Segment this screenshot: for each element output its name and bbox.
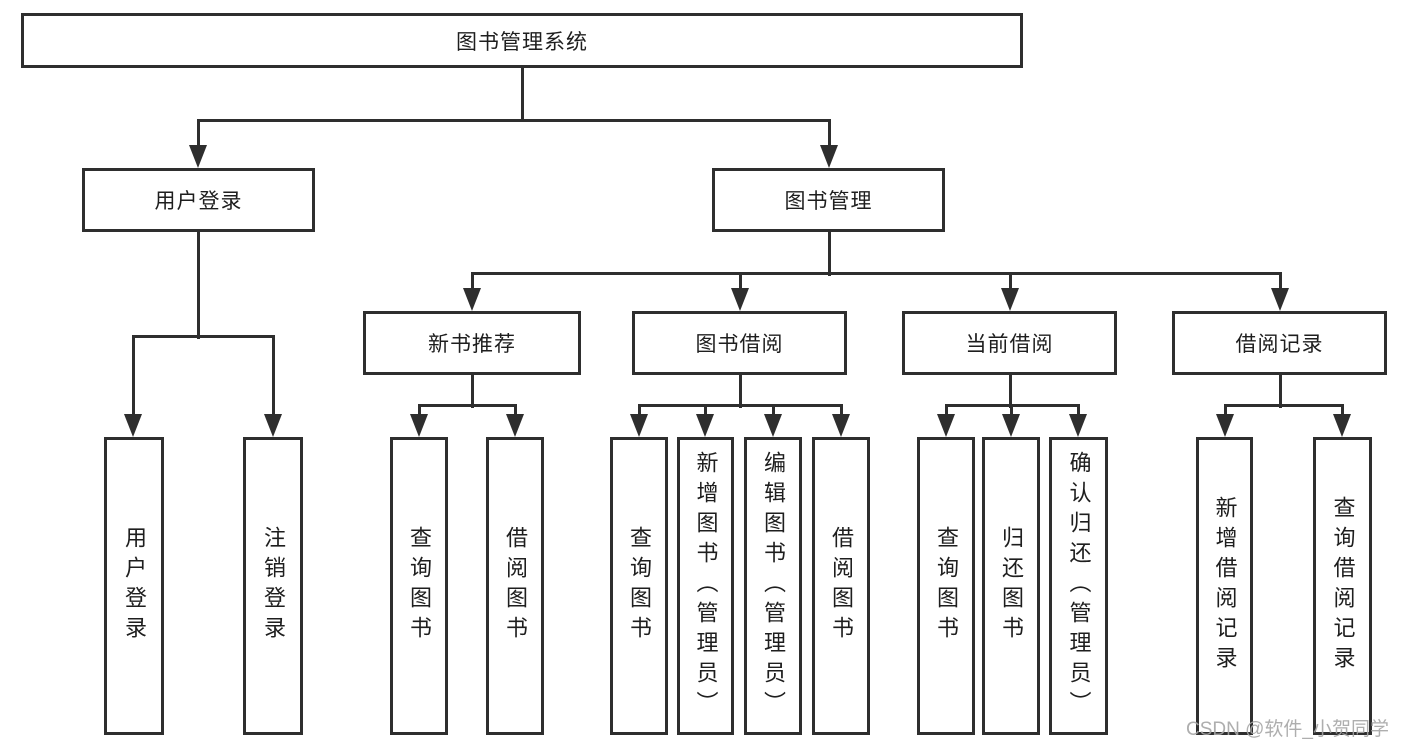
leaf-cb-confirm-return-admin-label: 确认归还（管理员）: [1066, 451, 1092, 721]
connector-vline: [1340, 405, 1344, 416]
node-borrowing-records-label: 借阅记录: [1235, 333, 1324, 356]
connector-vline: [827, 120, 831, 147]
connector-vline: [520, 68, 524, 122]
connector-vline: [1008, 375, 1012, 408]
node-current-borrowing-label: 当前借阅: [965, 333, 1054, 356]
csdn-watermark: CSDN @软件_小贺同学: [1186, 719, 1389, 740]
node-new-book-recommend: 新书推荐: [363, 311, 581, 375]
connector-vline: [470, 273, 474, 290]
connector-vline: [1223, 405, 1227, 416]
node-book-borrowing-label: 图书借阅: [695, 333, 784, 356]
connector-vline: [196, 232, 200, 339]
leaf-bb-edit-book-admin: 编辑图书（管理员）: [744, 437, 802, 735]
arrowhead-down-icon: [189, 145, 207, 168]
connector-hline: [944, 403, 1080, 407]
connector-vline: [196, 120, 200, 147]
leaf-bb-borrow-book: 借阅图书: [812, 437, 870, 735]
arrowhead-down-icon: [1069, 414, 1087, 437]
connector-vline: [131, 336, 135, 416]
connector-hline: [131, 334, 275, 338]
leaf-bb-query-book: 查询图书: [610, 437, 668, 735]
connector-vline: [513, 405, 517, 416]
leaf-bb-add-book-admin-label: 新增图书（管理员）: [693, 451, 719, 721]
leaf-br-add-record: 新增借阅记录: [1196, 437, 1253, 735]
leaf-rec-query-book: 查询图书: [390, 437, 448, 735]
node-borrowing-records: 借阅记录: [1172, 311, 1387, 375]
node-book-management-label: 图书管理: [784, 190, 873, 213]
node-root: 图书管理系统: [21, 13, 1023, 68]
arrowhead-down-icon: [264, 414, 282, 437]
leaf-logout-label: 注销登录: [261, 526, 286, 646]
arrowhead-down-icon: [1001, 288, 1019, 311]
leaf-rec-borrow-book-label: 借阅图书: [503, 526, 528, 646]
leaf-cb-query-book: 查询图书: [917, 437, 975, 735]
connector-vline: [417, 405, 421, 416]
connector-vline: [738, 273, 742, 290]
arrowhead-down-icon: [1333, 414, 1351, 437]
arrowhead-down-icon: [1271, 288, 1289, 311]
connector-vline: [771, 405, 775, 416]
arrowhead-down-icon: [832, 414, 850, 437]
leaf-bb-borrow-book-label: 借阅图书: [829, 526, 854, 646]
leaf-rec-query-book-label: 查询图书: [407, 526, 432, 646]
connector-vline: [637, 405, 641, 416]
leaf-br-add-record-label: 新增借阅记录: [1212, 496, 1238, 676]
arrowhead-down-icon: [937, 414, 955, 437]
connector-vline: [271, 336, 275, 416]
connector-vline: [1008, 273, 1012, 290]
connector-hline: [417, 403, 517, 407]
arrowhead-down-icon: [463, 288, 481, 311]
connector-vline: [944, 405, 948, 416]
arrowhead-down-icon: [410, 414, 428, 437]
leaf-br-query-record-label: 查询借阅记录: [1330, 496, 1356, 676]
arrowhead-down-icon: [1002, 414, 1020, 437]
connector-vline: [1278, 375, 1282, 408]
arrowhead-down-icon: [124, 414, 142, 437]
connector-vline: [470, 375, 474, 408]
node-new-book-recommend-label: 新书推荐: [428, 333, 516, 356]
arrowhead-down-icon: [630, 414, 648, 437]
leaf-rec-borrow-book: 借阅图书: [486, 437, 544, 735]
leaf-bb-query-book-label: 查询图书: [627, 526, 652, 646]
connector-vline: [827, 232, 831, 276]
connector-vline: [1009, 405, 1013, 416]
node-current-borrowing: 当前借阅: [902, 311, 1117, 375]
leaf-cb-return-book-label: 归还图书: [999, 526, 1024, 646]
arrowhead-down-icon: [820, 145, 838, 168]
connector-vline: [839, 405, 843, 416]
node-user-login-label: 用户登录: [154, 190, 243, 213]
connector-hline: [196, 118, 831, 122]
leaf-cb-confirm-return-admin: 确认归还（管理员）: [1049, 437, 1108, 735]
leaf-user-login: 用户登录: [104, 437, 164, 735]
leaf-br-query-record: 查询借阅记录: [1313, 437, 1372, 735]
node-book-borrowing: 图书借阅: [632, 311, 847, 375]
leaf-bb-edit-book-admin-label: 编辑图书（管理员）: [761, 451, 786, 721]
arrowhead-down-icon: [696, 414, 714, 437]
arrowhead-down-icon: [764, 414, 782, 437]
connector-hline: [1223, 403, 1344, 407]
leaf-cb-return-book: 归还图书: [982, 437, 1040, 735]
connector-vline: [738, 375, 742, 408]
node-user-login: 用户登录: [82, 168, 315, 232]
leaf-logout: 注销登录: [243, 437, 303, 735]
connector-hline: [470, 271, 1282, 275]
node-root-label: 图书管理系统: [456, 30, 588, 54]
arrowhead-down-icon: [1216, 414, 1234, 437]
leaf-cb-query-book-label: 查询图书: [934, 526, 959, 646]
node-book-management: 图书管理: [712, 168, 945, 232]
arrowhead-down-icon: [731, 288, 749, 311]
leaf-bb-add-book-admin: 新增图书（管理员）: [677, 437, 734, 735]
connector-vline: [703, 405, 707, 416]
arrowhead-down-icon: [506, 414, 524, 437]
connector-vline: [1076, 405, 1080, 416]
leaf-user-login-label: 用户登录: [122, 526, 147, 646]
connector-hline: [637, 403, 843, 407]
connector-vline: [1278, 273, 1282, 290]
